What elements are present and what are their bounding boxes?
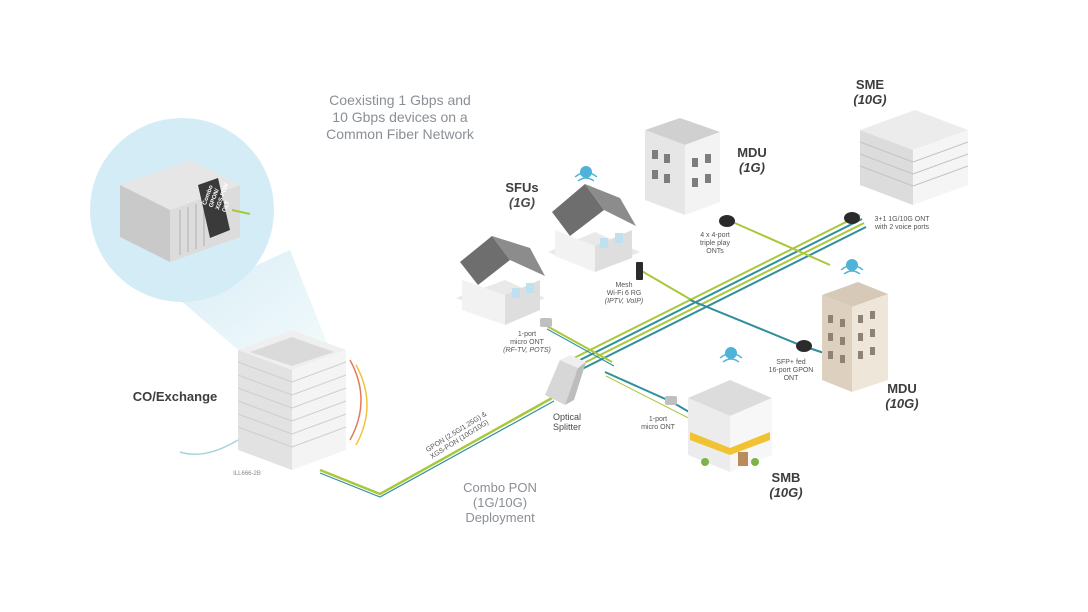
mesh-line: Wi-Fi 6 RG <box>606 290 642 297</box>
olt-rack-icon <box>120 160 240 262</box>
illustration-code: ILL666-2B <box>233 471 261 477</box>
feeder-fiber <box>319 396 555 498</box>
sme-ont-line: 3+1 1G/10G ONT <box>874 216 930 223</box>
sfu-ont-line: 1-port <box>517 331 537 338</box>
sme-ont-line: with 2 voice ports <box>874 224 930 231</box>
deployment-label: Combo PON (1G/10G) Deployment <box>440 480 560 525</box>
smb-building <box>688 380 772 472</box>
optical-splitter-label: Optical Splitter <box>537 412 597 432</box>
mdu-10g-ont-line: ONT <box>783 375 799 382</box>
mdu-10g-title: MDU <box>887 381 917 396</box>
sfu-ont-line: (RF-TV, POTS) <box>503 347 551 354</box>
deployment-line: Deployment <box>465 510 535 525</box>
mdu10g-ont-icon <box>796 340 812 352</box>
sfus-sub: (1G) <box>509 195 535 210</box>
mdu-1g-ont-line: ONTs <box>706 248 724 255</box>
smb-sub: (10G) <box>769 485 803 500</box>
mdu-10g-ont-label: SFP+ fed 16-port GPON ONT <box>756 359 826 383</box>
smb-title: SMB <box>771 470 801 485</box>
mdu-1g-ont-line: triple play <box>700 240 730 247</box>
sfu-house-1 <box>456 236 545 325</box>
mdu-1g-label: MDU (1G) <box>722 145 782 175</box>
distribution-fiber-bundle <box>569 214 867 373</box>
sme-sub: (10G) <box>853 92 887 107</box>
mdu-1g-ont-label: 4 x 4-port triple play ONTs <box>680 232 750 256</box>
mdu-1g-ont-line: 4 x 4-port <box>700 232 730 239</box>
mdu-10g-ont-line: 16-port GPON <box>768 367 814 374</box>
deployment-line: Combo PON <box>463 480 537 495</box>
smb-ont-line: 1-port <box>648 416 668 423</box>
mesh-line: (IPTV, VoIP) <box>604 298 644 305</box>
mdu-10g-label: MDU (10G) <box>872 381 932 411</box>
sme-label: SME (10G) <box>840 77 900 107</box>
sfu-ont-label: 1-port micro ONT (RF-TV, POTS) <box>497 331 557 355</box>
mdu-10g-ont-line: SFP+ fed <box>776 359 806 366</box>
sme-ont-icon <box>844 212 860 224</box>
smb-ont-label: 1-port micro ONT <box>628 416 688 432</box>
optical-splitter-icon <box>545 355 586 405</box>
smb-label: SMB (10G) <box>756 470 816 500</box>
sme-building <box>859 110 969 205</box>
wifi-icon-smb <box>719 347 743 363</box>
sfus-title: SFUs <box>505 180 539 195</box>
wifi-icon-mdu10g <box>840 259 864 275</box>
mesh-rg-label: Mesh Wi-Fi 6 RG (IPTV, VoIP) <box>594 282 654 306</box>
sfu-ont-icon <box>540 318 552 327</box>
co-exchange-label: CO/Exchange <box>132 389 218 404</box>
smb-ont-icon <box>665 396 677 405</box>
sfus-label: SFUs (1G) <box>492 180 552 210</box>
mdu-1g-building <box>645 118 720 215</box>
co-exchange-building <box>237 330 347 470</box>
sfu-ont-line: micro ONT <box>510 339 544 346</box>
mesh-rg-icon <box>636 262 643 280</box>
sfu-house-2 <box>548 184 640 272</box>
mdu1g-ont-icon <box>719 215 735 227</box>
smb-ont-line: micro ONT <box>641 424 675 431</box>
mdu-10g-building <box>822 282 888 392</box>
headline-line: Coexisting 1 Gbps and <box>329 92 471 108</box>
mdu-1g-sub: (1G) <box>739 160 765 175</box>
wifi-icon-sfu <box>574 166 598 182</box>
mdu-1g-title: MDU <box>737 145 767 160</box>
sme-ont-label: 3+1 1G/10G ONT with 2 voice ports <box>862 216 942 232</box>
deployment-line: (1G/10G) <box>472 495 528 510</box>
mdu-10g-sub: (10G) <box>885 396 919 411</box>
sme-title: SME <box>855 77 885 92</box>
headline-line: 10 Gbps devices on a <box>332 109 468 125</box>
headline-line: Common Fiber Network <box>326 126 474 142</box>
splitter-line: Optical <box>552 412 581 422</box>
headline: Coexisting 1 Gbps and 10 Gbps devices on… <box>300 92 500 143</box>
splitter-line: Splitter <box>552 422 581 432</box>
mesh-line: Mesh <box>615 282 633 289</box>
